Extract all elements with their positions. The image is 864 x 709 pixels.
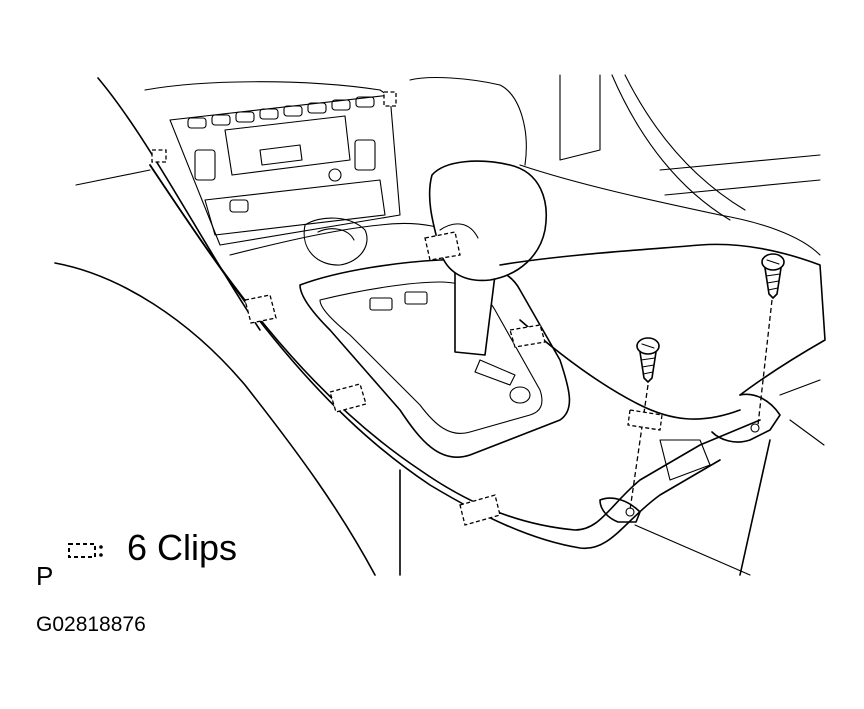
display-panel xyxy=(224,115,351,176)
seat-side-edge xyxy=(499,84,527,166)
clip-marker xyxy=(424,231,461,261)
shift-gate-bezel xyxy=(299,259,571,458)
clip-marker xyxy=(509,324,546,348)
side-cover-top xyxy=(499,243,826,396)
side-cover-lower xyxy=(519,319,741,420)
gate-indicator xyxy=(369,297,393,311)
left-body-contour xyxy=(54,262,376,576)
dashed-clip-symbol-icon xyxy=(68,543,103,558)
front-mount-tab xyxy=(599,497,641,523)
floor-edge-a xyxy=(779,379,821,396)
dash-edge-line xyxy=(97,77,261,331)
carpet-edge xyxy=(611,74,731,221)
lower-stack-face xyxy=(204,179,386,236)
screw-right xyxy=(761,253,785,299)
shift-lever-shaft xyxy=(454,269,496,356)
screw-right-path xyxy=(757,299,773,426)
seat-top-edge xyxy=(409,77,501,86)
console-lower-edge xyxy=(149,164,721,550)
side-knob-left xyxy=(194,149,216,181)
figure-id: G02818876 xyxy=(36,613,146,636)
side-knob-right xyxy=(354,139,376,171)
clip-marker xyxy=(329,383,367,413)
clip-marker xyxy=(627,409,663,431)
shift-knob-button xyxy=(439,223,479,239)
lower-panel-edge xyxy=(634,524,751,576)
screw-right-hole xyxy=(750,423,760,433)
clip-marker xyxy=(383,91,397,107)
side-cover-tab xyxy=(711,393,781,443)
shift-gate-inner xyxy=(319,281,543,434)
clip-marker xyxy=(244,294,277,324)
stack-top-edge xyxy=(144,81,396,101)
right-leg-line xyxy=(739,439,771,576)
corner-letter: P xyxy=(36,561,54,591)
carpet-edge-2 xyxy=(624,74,746,211)
floor-edge-b xyxy=(789,419,825,446)
gate-button xyxy=(509,386,531,404)
dash-lower-edge xyxy=(75,169,151,186)
screw-left xyxy=(636,337,660,383)
floor-line-2 xyxy=(659,154,821,171)
gate-slot xyxy=(474,359,516,386)
gate-indicator-2 xyxy=(404,291,428,305)
clip-marker xyxy=(151,149,167,163)
hvac-buttons xyxy=(187,96,375,129)
seat-bracket xyxy=(559,74,601,161)
screw-left-hole xyxy=(625,507,635,517)
small-switch xyxy=(229,199,249,213)
legend-label: 6 Clips xyxy=(127,527,238,568)
cup-holder-lip xyxy=(317,228,355,241)
clip-markers xyxy=(151,91,663,526)
floor-line-3 xyxy=(664,179,821,196)
clip-marker xyxy=(459,494,501,526)
stack-knob xyxy=(328,168,342,182)
cup-holder xyxy=(303,217,368,266)
screw-left-path xyxy=(629,384,649,511)
display-window xyxy=(259,144,303,166)
shift-knob xyxy=(428,160,547,282)
floor-line xyxy=(519,164,821,256)
side-cover-notch xyxy=(659,439,711,481)
